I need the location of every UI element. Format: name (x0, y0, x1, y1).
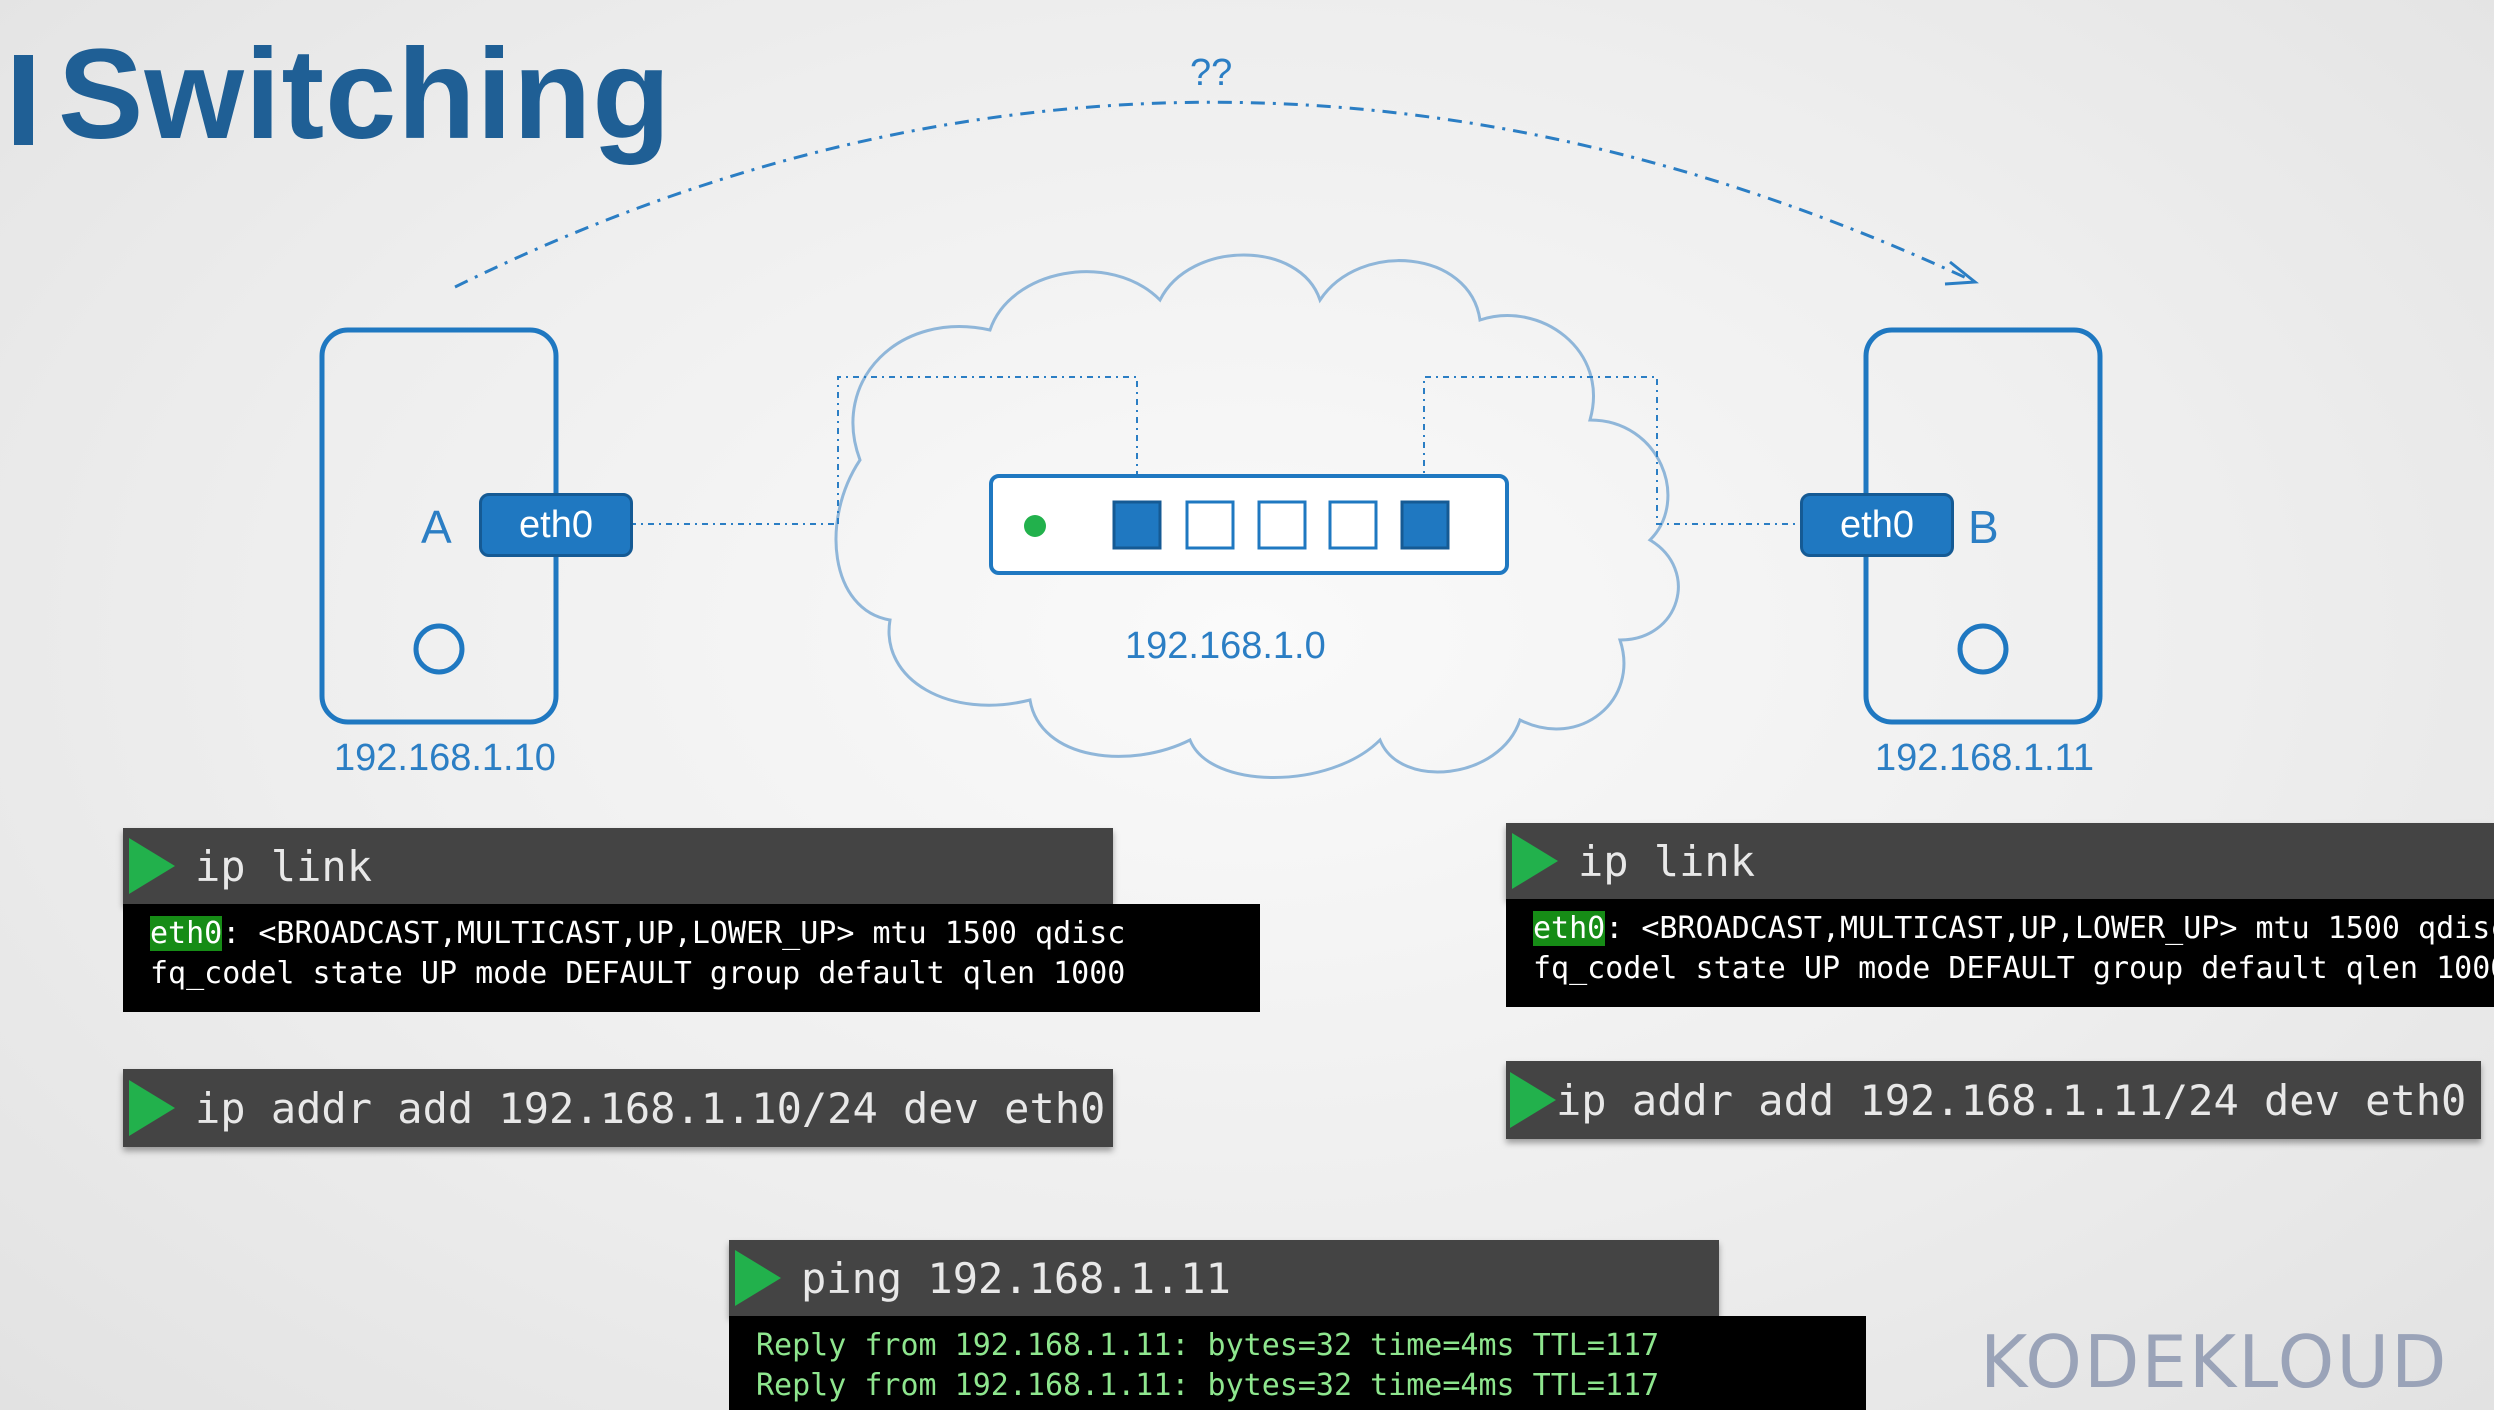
switch-status-led (1024, 515, 1046, 537)
title-accent-bar (14, 55, 33, 145)
switch-port-4 (1328, 500, 1378, 550)
terminal-a-ip-addr: ip addr add 192.168.1.10/24 dev eth0 (123, 1069, 1113, 1147)
iface-highlight: eth0 (1533, 911, 1606, 946)
command-text: ip addr add 192.168.1.11/24 dev eth0 (1556, 1075, 2467, 1125)
host-b-power-icon (1957, 623, 2009, 675)
command-text: ip link (195, 841, 373, 891)
host-a-eth0: eth0 (479, 493, 633, 557)
switch-port-2 (1185, 500, 1235, 550)
terminal-b-ip-addr: ip addr add 192.168.1.11/24 dev eth0 (1506, 1061, 2481, 1139)
terminal-b-ip-link-output: eth0: <BROADCAST,MULTICAST,UP,LOWER_UP> … (1506, 899, 2494, 1007)
host-b-name: B (1968, 501, 1999, 553)
terminal-b-ip-link: ip link (1506, 823, 2494, 899)
host-b-ip: 192.168.1.11 (1875, 737, 2095, 779)
output-line-2: fq_codel state UP mode DEFAULT group def… (150, 956, 1126, 991)
host-a-ip: 192.168.1.10 (334, 737, 556, 779)
prompt-arrow-icon (129, 1080, 175, 1136)
host-a-name: A (421, 501, 452, 553)
output-line-2: fq_codel state UP mode DEFAULT group def… (1533, 951, 2494, 986)
host-b-eth0: eth0 (1800, 493, 1954, 557)
iface-highlight: eth0 (150, 916, 223, 951)
prompt-arrow-icon (1512, 833, 1558, 889)
terminal-a-ip-link: ip link (123, 828, 1113, 904)
host-a-power-icon (413, 623, 465, 675)
kodekloud-logo: KODEKLOUD (1980, 1320, 2449, 1404)
command-text: ip addr add 192.168.1.10/24 dev eth0 (195, 1083, 1106, 1133)
switch-port-5 (1400, 500, 1450, 550)
switch-port-1 (1112, 500, 1162, 550)
arrow-head (1944, 260, 1979, 286)
command-text: ping 192.168.1.11 (801, 1253, 1231, 1303)
cloud-shape (834, 253, 1680, 779)
switch-port-3 (1257, 500, 1307, 550)
terminal-ping-output: Reply from 192.168.1.11: bytes=32 time=4… (729, 1316, 1866, 1410)
prompt-arrow-icon (1510, 1072, 1556, 1128)
output-line-1: : <BROADCAST,MULTICAST,UP,LOWER_UP> mtu … (1605, 911, 2494, 946)
terminal-a-ip-link-output: eth0: <BROADCAST,MULTICAST,UP,LOWER_UP> … (123, 904, 1260, 1012)
output-line-1: : <BROADCAST,MULTICAST,UP,LOWER_UP> mtu … (222, 916, 1126, 951)
unknown-path-label: ?? (1190, 52, 1233, 94)
ping-reply-1: Reply from 192.168.1.11: bytes=32 time=4… (756, 1328, 1660, 1363)
ping-reply-2: Reply from 192.168.1.11: bytes=32 time=4… (756, 1368, 1660, 1403)
prompt-arrow-icon (129, 838, 175, 894)
unknown-path-arrow (454, 100, 1976, 289)
switch-network-label: 192.168.1.0 (1125, 625, 1326, 667)
page-title: Switching (58, 23, 672, 166)
terminal-ping: ping 192.168.1.11 (729, 1240, 1719, 1316)
command-text: ip link (1578, 836, 1756, 886)
prompt-arrow-icon (735, 1250, 781, 1306)
